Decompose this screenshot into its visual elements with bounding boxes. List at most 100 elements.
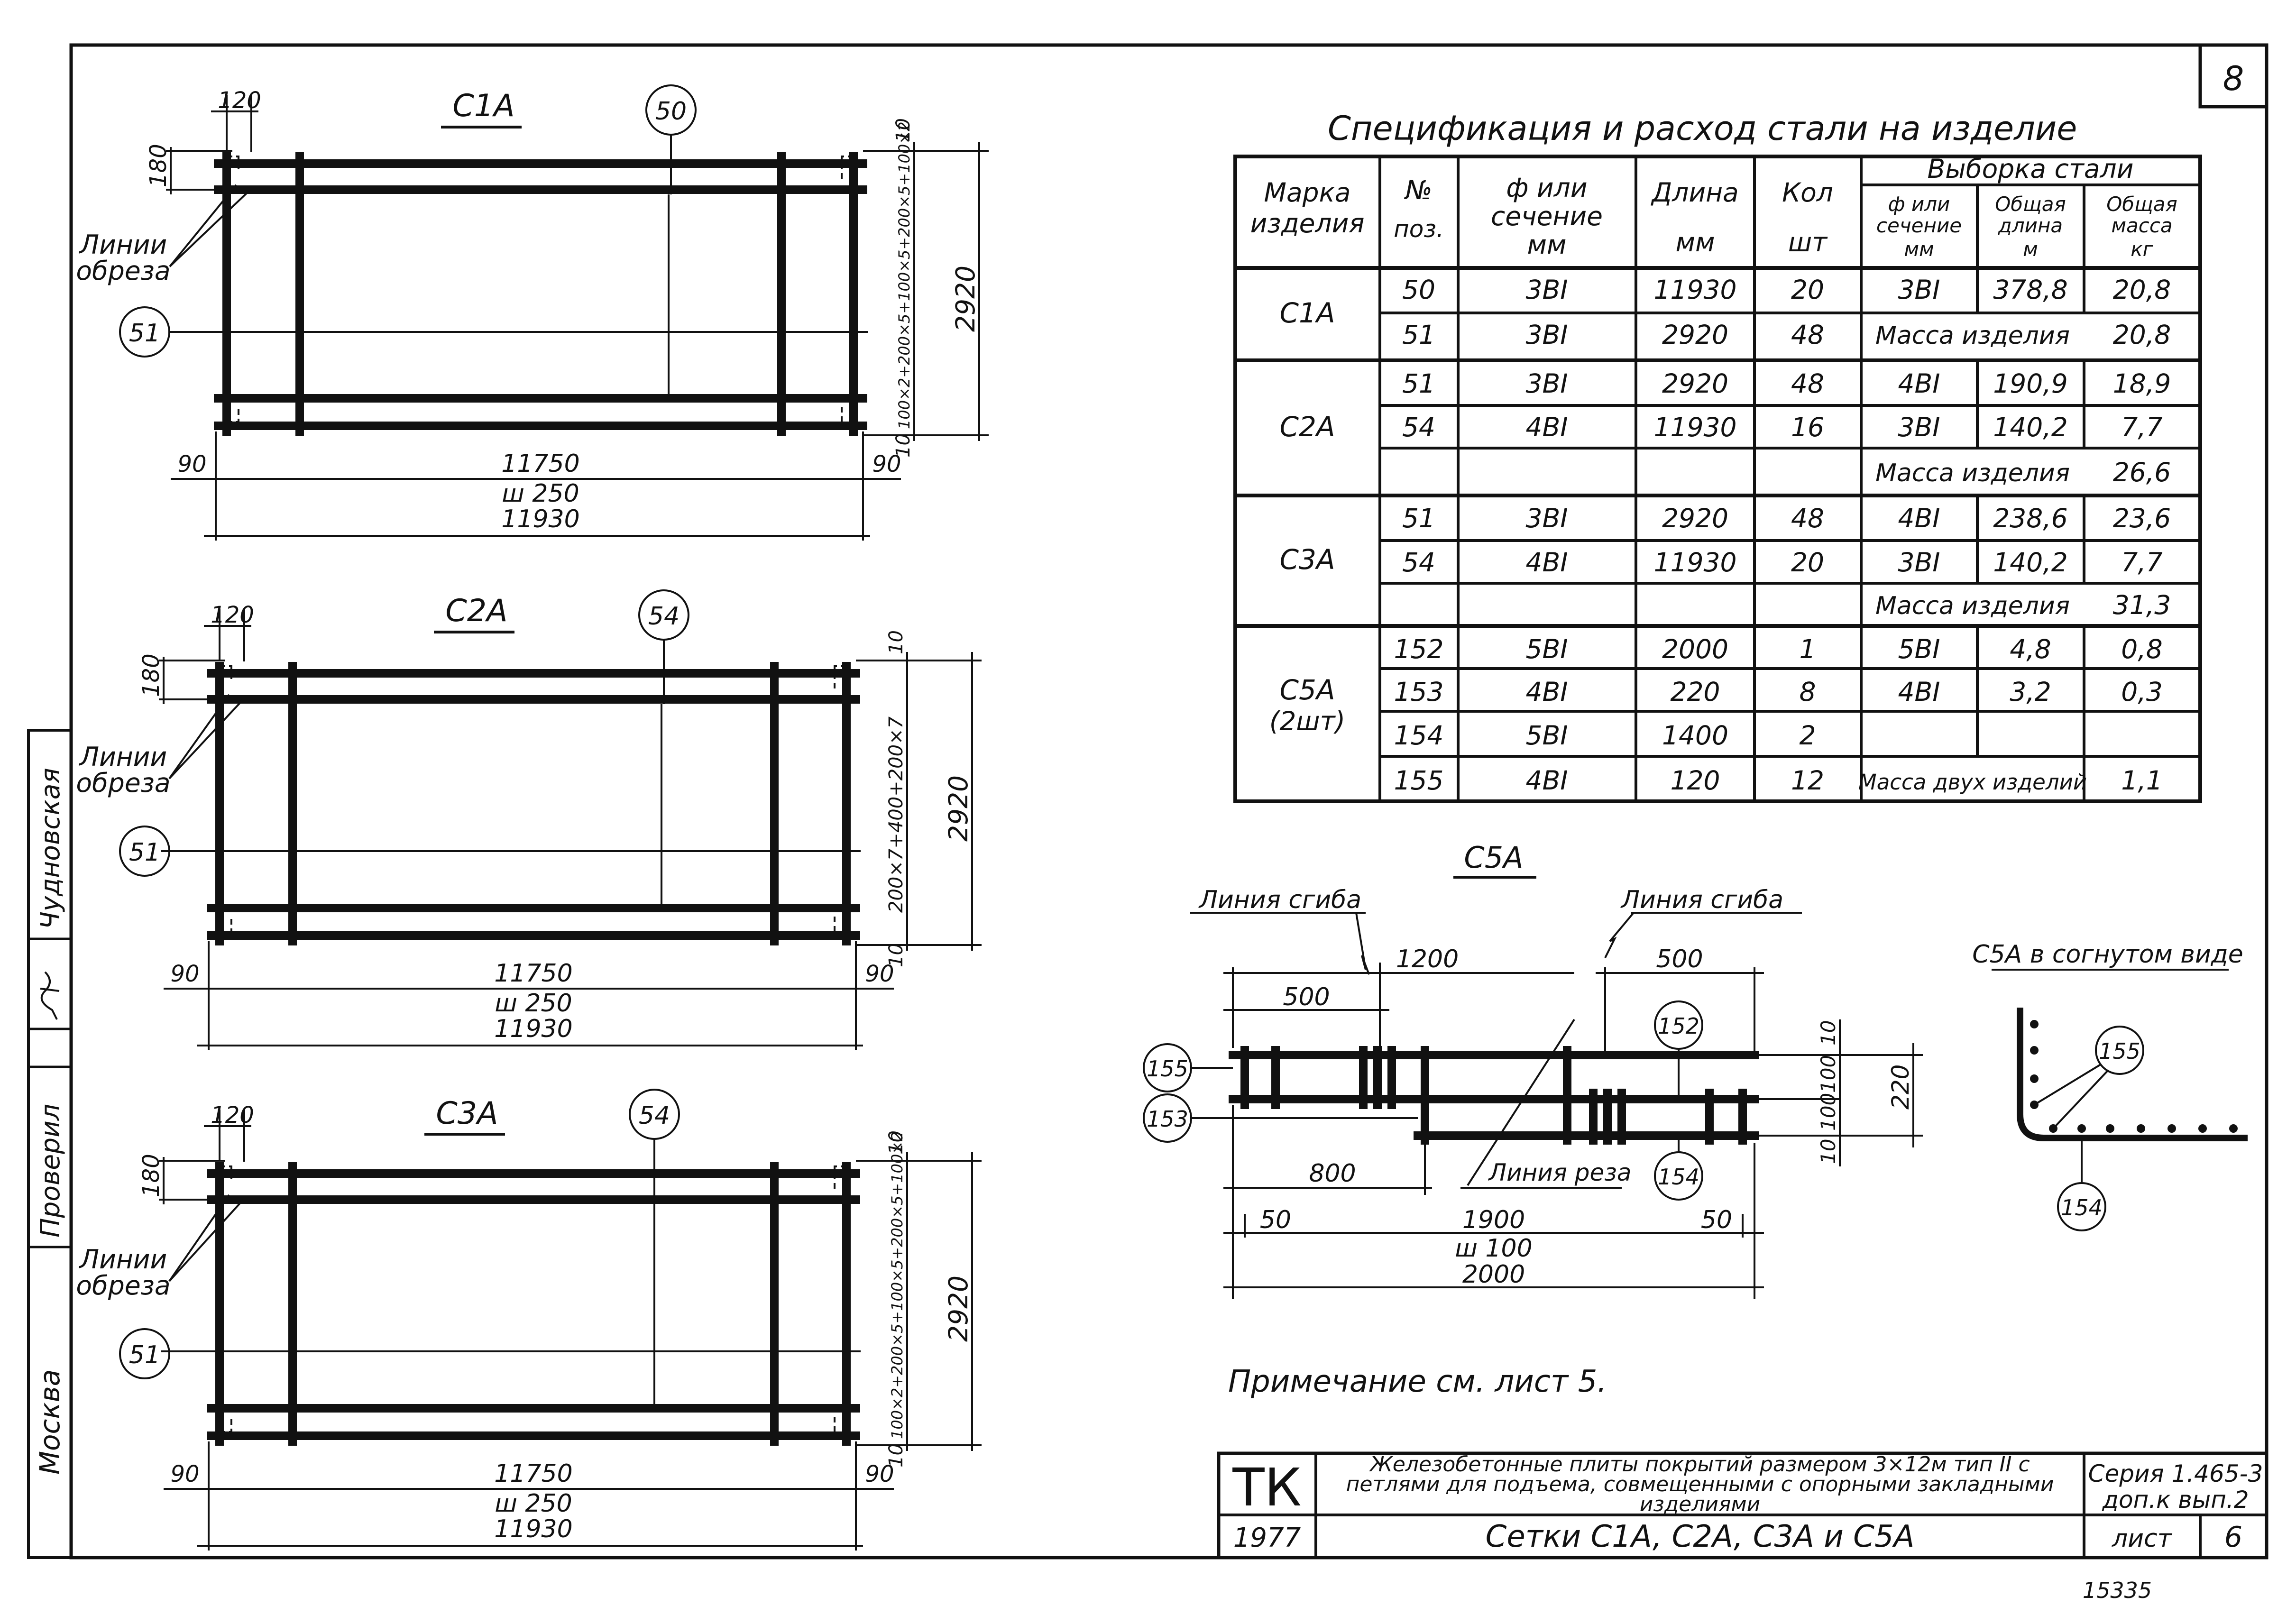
cell-s-len: 140,2 [1993, 547, 2067, 578]
dim-height: 2920 [943, 1275, 974, 1342]
position-long: 50 [655, 97, 687, 126]
cell-mass-value: 20,8 [2113, 320, 2171, 350]
dim-side-left: 90 [170, 1461, 199, 1487]
net-title: C3A [436, 1096, 498, 1131]
cell-sec: 3BI [1526, 320, 1568, 350]
hdr-length: мм [1676, 227, 1715, 257]
note: Примечание см. лист 5. [1228, 1364, 1607, 1399]
dim-top: 120 [218, 87, 261, 114]
side-stamp: Чудновская Проверил Москва [27, 729, 73, 1559]
cell-cnt: 20 [1791, 547, 1824, 578]
cell-len: 2000 [1662, 634, 1728, 664]
dim-right-chain: 100×2+200×5+100×5+200×5+100×2 [888, 1132, 906, 1440]
mark-cell: C2A [1279, 411, 1335, 443]
signature [40, 971, 60, 1020]
cell-s-sec: 4BI [1898, 503, 1940, 533]
cell-len: 220 [1671, 677, 1720, 707]
dim-right-bottom: 10 [885, 1443, 907, 1468]
cell-s-sec: 3BI [1898, 275, 1940, 305]
cut-label-1: Линии [79, 742, 167, 772]
mark-cell: C1A [1279, 297, 1335, 329]
cell-pos: 153 [1394, 677, 1444, 707]
hdr-total-length: Общая [1995, 193, 2066, 216]
hdr-total-mass: масса [2111, 214, 2172, 237]
cell-s-mass: 7,7 [2121, 547, 2162, 578]
dim-height: 2920 [950, 266, 981, 332]
pos-153: 153 [1147, 1106, 1188, 1132]
cell-s-mass: 18,9 [2113, 368, 2171, 399]
cell-sec: 4BI [1526, 412, 1568, 442]
cell-s-len: 4,8 [2010, 634, 2051, 664]
pos-155: 155 [1147, 1056, 1188, 1082]
hdr-sample-section: сечение [1876, 214, 1962, 237]
dim-total: 11930 [494, 1515, 572, 1543]
dim-50b: 50 [1701, 1206, 1732, 1234]
cell-cnt: 20 [1791, 275, 1824, 305]
cell-len: 1400 [1662, 720, 1728, 751]
cell-len: 11930 [1654, 547, 1737, 578]
cell-sec: 4BI [1526, 677, 1568, 707]
net-c1a: C1A 50 180 120 Линии обреза 51 [76, 84, 989, 541]
cell-len: 120 [1671, 765, 1720, 796]
dim-top: 120 [211, 602, 254, 628]
dim-right-top: 10 [885, 1130, 907, 1155]
dim-right-top: 10 [892, 118, 914, 142]
dim-r10a: 10 [1817, 1020, 1840, 1046]
cell-s-len: 238,6 [1993, 503, 2067, 533]
cell-cnt: 2 [1800, 720, 1816, 751]
hdr-pos: № [1404, 175, 1432, 205]
cell-s-sec: 4BI [1898, 677, 1940, 707]
dim-height: 2920 [943, 775, 974, 842]
position-long: 54 [639, 1101, 670, 1130]
dim-side-left: 90 [170, 961, 199, 987]
stamp-sheet-title: Сетки C1A, C2A, C3A и C5A [1486, 1519, 1915, 1554]
dim-side-right: 90 [872, 451, 901, 477]
cell-s-mass: 0,3 [2121, 677, 2162, 707]
stamp-logo: ТК [1232, 1457, 1301, 1518]
cut-label-2: обреза [76, 1270, 170, 1301]
dim-r100a: 100 [1817, 1055, 1840, 1093]
dim-500b: 500 [1656, 945, 1703, 973]
side-stamp-city: Москва [34, 1369, 66, 1475]
bent-pos-154: 154 [2061, 1195, 2103, 1220]
c5a-flat: C5A Линия сгиба Линия сгиба 500 1200 [1143, 840, 1923, 1299]
bent-pos-155: 155 [2099, 1038, 2140, 1064]
side-stamp-name: Чудновская [35, 768, 65, 929]
cell-sec: 3BI [1526, 275, 1568, 305]
cut-label: Линия реза [1488, 1159, 1632, 1186]
hdr-count: шт [1788, 227, 1828, 257]
stamp-sheet-label: лист [2112, 1524, 2173, 1553]
dim-right-bottom: 10 [885, 943, 907, 967]
position-cross: 51 [129, 1341, 160, 1369]
hdr-pos: поз. [1394, 215, 1444, 243]
dim-top: 120 [211, 1102, 254, 1129]
position-cross: 51 [129, 319, 160, 348]
cell-cnt: 8 [1800, 677, 1816, 707]
bent-bar [2017, 1008, 2248, 1141]
cell-s-mass: 20,8 [2113, 275, 2171, 305]
dim-side-right: 90 [865, 1461, 894, 1487]
stamp-sheet-value: 6 [2224, 1521, 2242, 1554]
pos-152: 152 [1658, 1013, 1699, 1039]
cell-len: 11930 [1654, 412, 1737, 442]
dim-step: ш 250 [495, 1489, 572, 1518]
hdr-sample-section: мм [1904, 238, 1934, 261]
position-marker [119, 1328, 170, 1379]
dim-side-left: 90 [177, 451, 206, 477]
dim-total: 11930 [501, 505, 579, 533]
cell-pos: 154 [1394, 720, 1444, 751]
cell-mass-label: Масса изделия [1875, 592, 2070, 620]
cell-mass-label: Масса изделия [1875, 459, 2070, 487]
cell-len: 2920 [1662, 368, 1728, 399]
dim-500a: 500 [1283, 983, 1330, 1011]
cell-s-sec: 4BI [1898, 368, 1940, 399]
cell-s-len: 140,2 [1993, 412, 2067, 442]
hdr-section: мм [1527, 229, 1567, 260]
cell-mass-label: Масса двух изделий [1858, 770, 2087, 795]
cut-label-1: Линии [79, 229, 167, 260]
stamp-description: Железобетонные плиты покрытий размером 3… [1346, 1455, 2054, 1514]
hdr-section: ф или [1506, 173, 1587, 203]
dim-left: 180 [145, 144, 172, 187]
stamp-issue: доп.к вып.2 [2102, 1486, 2249, 1514]
position-long: 54 [648, 602, 680, 631]
